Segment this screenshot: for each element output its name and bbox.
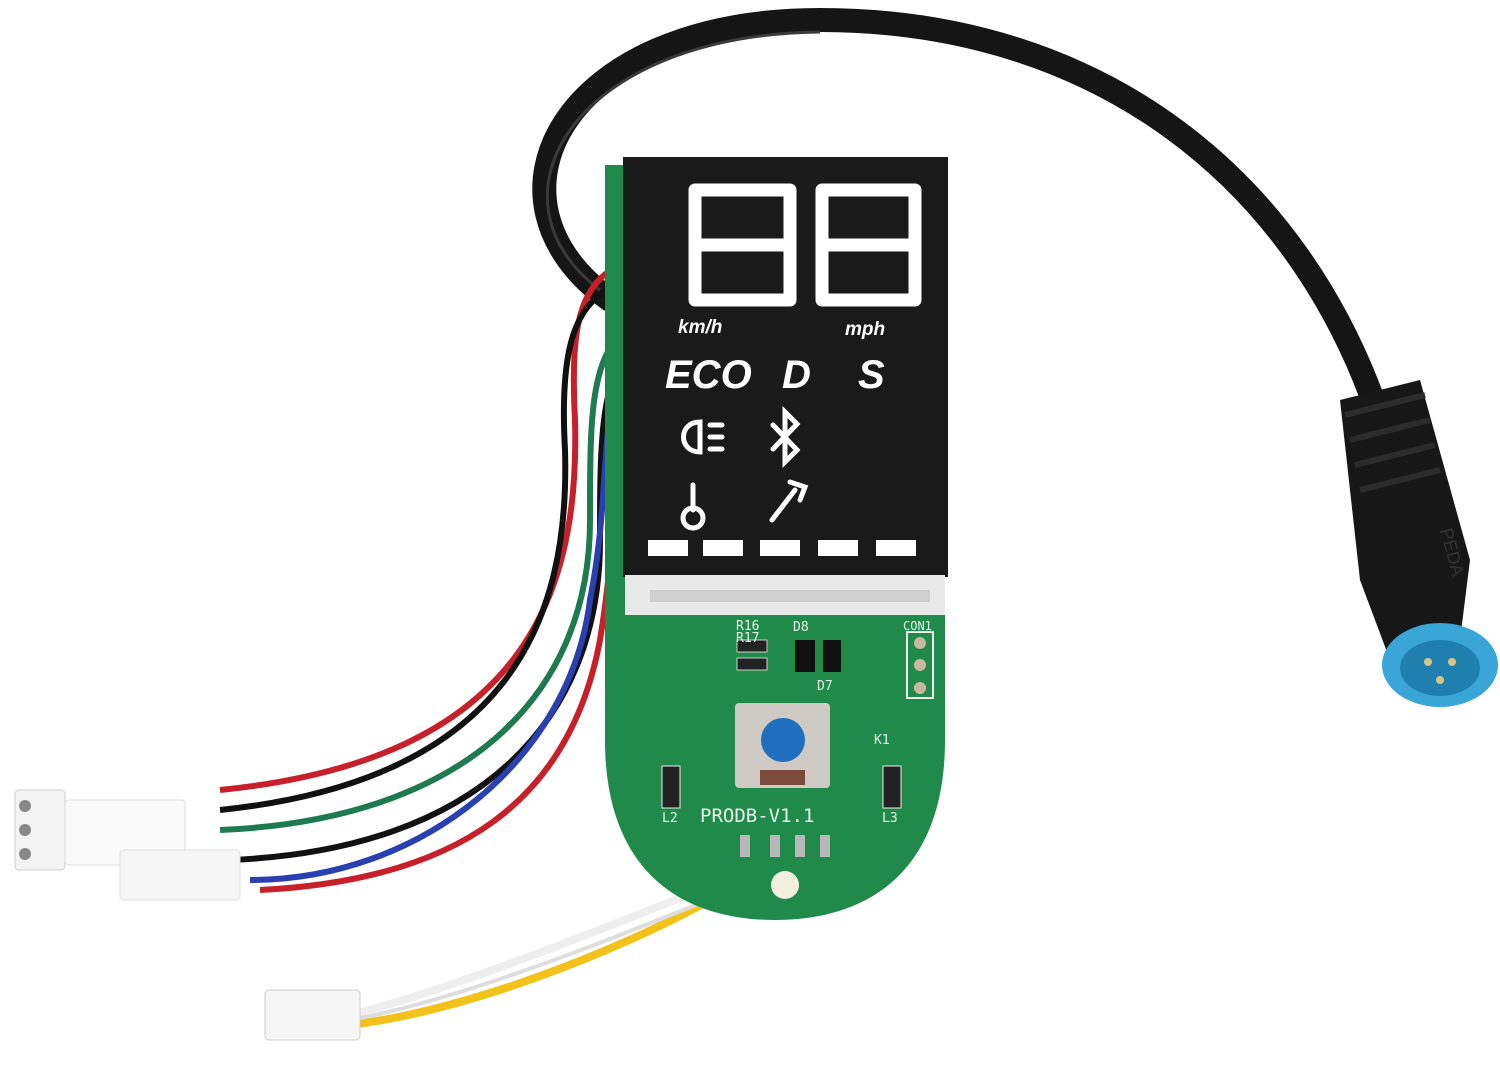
label-l3: L3	[882, 811, 898, 826]
battery-bars	[648, 540, 916, 556]
unit-kmh: km/h	[678, 317, 722, 338]
label-l2: L2	[662, 811, 678, 826]
thermometer-icon	[680, 482, 706, 531]
label-con1: CON1	[903, 619, 932, 633]
waterproof-connector: PEDA	[1340, 380, 1498, 707]
jst-connector-second	[119, 849, 241, 901]
mode-s: S	[858, 353, 885, 397]
label-k1: K1	[874, 733, 890, 748]
label-r17: R17	[736, 631, 759, 646]
unit-mph: mph	[845, 319, 885, 340]
speed-digits	[688, 183, 922, 307]
mode-eco: ECO	[665, 353, 752, 397]
label-r16: R16	[736, 619, 759, 634]
label-d7: D7	[817, 679, 833, 694]
push-button[interactable]	[761, 718, 805, 762]
tactile-switch[interactable]	[735, 703, 830, 788]
mounting-hole	[771, 871, 799, 899]
mode-d: D	[782, 353, 811, 397]
jst-connector-bottom	[264, 989, 361, 1041]
wrench-icon	[769, 479, 809, 523]
bluetooth-icon	[770, 405, 801, 469]
board-version-label: PRODB-V1.1	[700, 805, 814, 827]
con1-header	[906, 631, 934, 699]
main-cable	[532, 7, 1392, 432]
label-d8: D8	[793, 620, 809, 635]
headlight-icon	[681, 419, 725, 455]
